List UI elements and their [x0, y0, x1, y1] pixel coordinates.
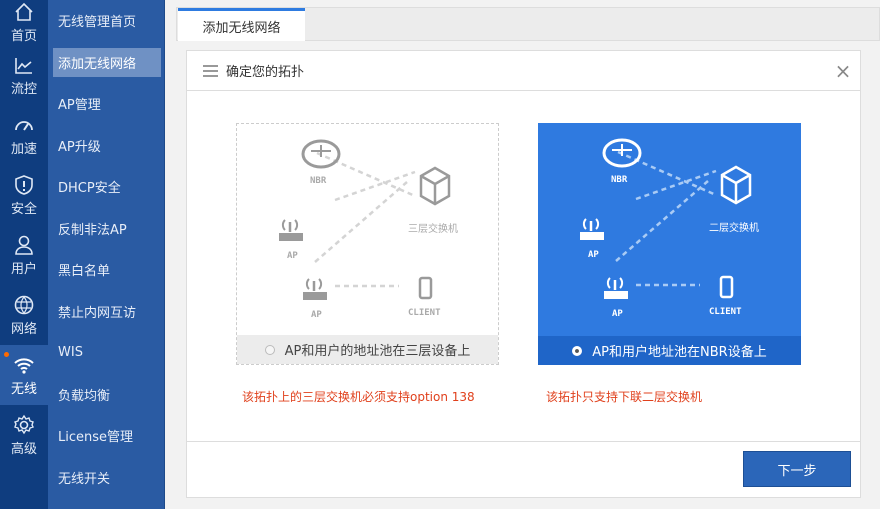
- rail-item-label: 高级: [10, 441, 37, 457]
- rail-item-home[interactable]: 首页: [0, 0, 48, 45]
- topology-option-l3[interactable]: NBR 三层交换机 AP AP CLIENT AP和用户的地址池在三层设备上: [236, 123, 499, 365]
- menu-icon: [203, 64, 218, 77]
- rail-item-label: 用户: [10, 261, 37, 277]
- rail-item-label: 安全: [10, 201, 37, 217]
- tab-add-wireless[interactable]: 添加无线网络: [178, 8, 305, 41]
- rail-item-wifi[interactable]: 无线: [0, 345, 48, 405]
- submenu-item[interactable]: 禁止内网互访: [48, 291, 164, 333]
- dialog-footer-divider: [187, 441, 860, 442]
- submenu-item-label: 反制非法AP: [58, 222, 127, 238]
- globe-icon: [14, 295, 34, 314]
- rail-item-chart[interactable]: 流控: [0, 45, 48, 105]
- submenu-item[interactable]: 负载均衡: [48, 374, 164, 416]
- ap-label: AP: [311, 310, 322, 320]
- phone-icon: [418, 276, 433, 300]
- submenu-item-label: 无线开关: [58, 471, 111, 487]
- switch-icon: [419, 166, 451, 206]
- submenu-item-label: 无线管理首页: [58, 15, 137, 31]
- option-note-nbr: 该拓扑只支持下联二层交换机: [546, 390, 703, 404]
- dialog-header: 确定您的拓扑: [187, 51, 860, 91]
- dialog-title: 确定您的拓扑: [226, 65, 305, 80]
- switch-icon: [720, 165, 752, 205]
- submenu-item-label: License管理: [58, 430, 134, 446]
- submenu-item-label: WIS: [58, 345, 83, 361]
- client-label: CLIENT: [709, 307, 742, 317]
- user-icon: [15, 235, 33, 255]
- option-note-l3: 该拓扑上的三层交换机必须支持option 138: [242, 390, 475, 404]
- rail-item-label: 首页: [10, 29, 37, 44]
- ap-icon: [279, 219, 303, 241]
- topology-option-nbr[interactable]: NBR 二层交换机 AP AP CLIENT AP和用户地址池在NBR设备上: [538, 123, 801, 365]
- submenu-item-label: DHCP安全: [58, 181, 121, 197]
- option-caption-text: AP和用户的地址池在三层设备上: [284, 344, 471, 359]
- wifi-icon: [14, 357, 34, 374]
- radio-button[interactable]: [572, 345, 583, 356]
- close-button[interactable]: ×: [834, 59, 852, 83]
- speed-icon: [15, 120, 33, 131]
- rail-item-shield[interactable]: 安全: [0, 165, 48, 225]
- submenu-item[interactable]: 添加无线网络: [48, 42, 164, 84]
- submenu-item-label: AP管理: [58, 98, 101, 114]
- switch-label: 二层交换机: [709, 221, 759, 234]
- submenu-item[interactable]: AP升级: [48, 125, 164, 167]
- switch-label: 三层交换机: [408, 222, 458, 235]
- nbr-label: NBR: [310, 176, 327, 186]
- ap-icon: [604, 277, 628, 299]
- ap-label: AP: [287, 251, 298, 261]
- ap-icon: [580, 218, 604, 240]
- option-caption[interactable]: AP和用户的地址池在三层设备上: [237, 335, 498, 364]
- chart-icon: [15, 57, 32, 74]
- client-label: CLIENT: [408, 308, 441, 318]
- phone-icon: [719, 275, 734, 299]
- submenu-item[interactable]: 黑白名单: [48, 249, 164, 291]
- submenu-item-label: 添加无线网络: [53, 47, 161, 77]
- radio-button[interactable]: [264, 344, 275, 355]
- rail-item-speed[interactable]: 加速: [0, 105, 48, 165]
- ap-label: AP: [612, 309, 623, 319]
- submenu-item[interactable]: AP管理: [48, 83, 164, 125]
- rail-item-globe[interactable]: 网络: [0, 285, 48, 345]
- rail-item-label: 加速: [10, 141, 37, 157]
- option-caption[interactable]: AP和用户地址池在NBR设备上: [538, 336, 801, 365]
- rail-item-label: 流控: [10, 81, 37, 97]
- submenu-item[interactable]: 无线管理首页: [48, 0, 164, 42]
- shield-icon: [15, 174, 33, 195]
- submenu-item[interactable]: WIS: [48, 332, 164, 374]
- submenu-item-label: AP升级: [58, 139, 101, 155]
- submenu-item-label: 禁止内网互访: [58, 305, 137, 321]
- next-button[interactable]: 下一步: [743, 451, 851, 487]
- icon-rail: 首页流控加速安全用户网络无线高级: [0, 0, 48, 509]
- topology-dialog: 确定您的拓扑 × NBR 三层交换机 AP AP CLIENT AP和用户的地址…: [186, 50, 861, 498]
- submenu-item-label: 黑白名单: [58, 264, 111, 280]
- rail-item-user[interactable]: 用户: [0, 225, 48, 285]
- submenu-item[interactable]: 反制非法AP: [48, 208, 164, 250]
- rail-item-label: 无线: [10, 381, 37, 397]
- notification-dot: [4, 352, 9, 357]
- ap-label: AP: [588, 250, 599, 260]
- submenu-item[interactable]: 无线开关: [48, 457, 164, 499]
- nbr-label: NBR: [611, 175, 628, 185]
- router-icon: [602, 138, 642, 168]
- gear-icon: [14, 414, 34, 434]
- submenu: 无线管理首页添加无线网络 AP管理 AP升级 DHCP安全反制非法AP 黑白名单禁止内网…: [48, 0, 165, 509]
- ap-icon: [303, 278, 327, 300]
- submenu-item[interactable]: DHCP安全: [48, 166, 164, 208]
- rail-item-label: 网络: [10, 321, 37, 337]
- option-caption-text: AP和用户地址池在NBR设备上: [592, 345, 767, 360]
- submenu-item-label: 负载均衡: [58, 388, 111, 404]
- rail-item-gear[interactable]: 高级: [0, 405, 48, 465]
- home-icon: [15, 2, 33, 21]
- submenu-item[interactable]: License管理: [48, 415, 164, 457]
- router-icon: [301, 139, 341, 169]
